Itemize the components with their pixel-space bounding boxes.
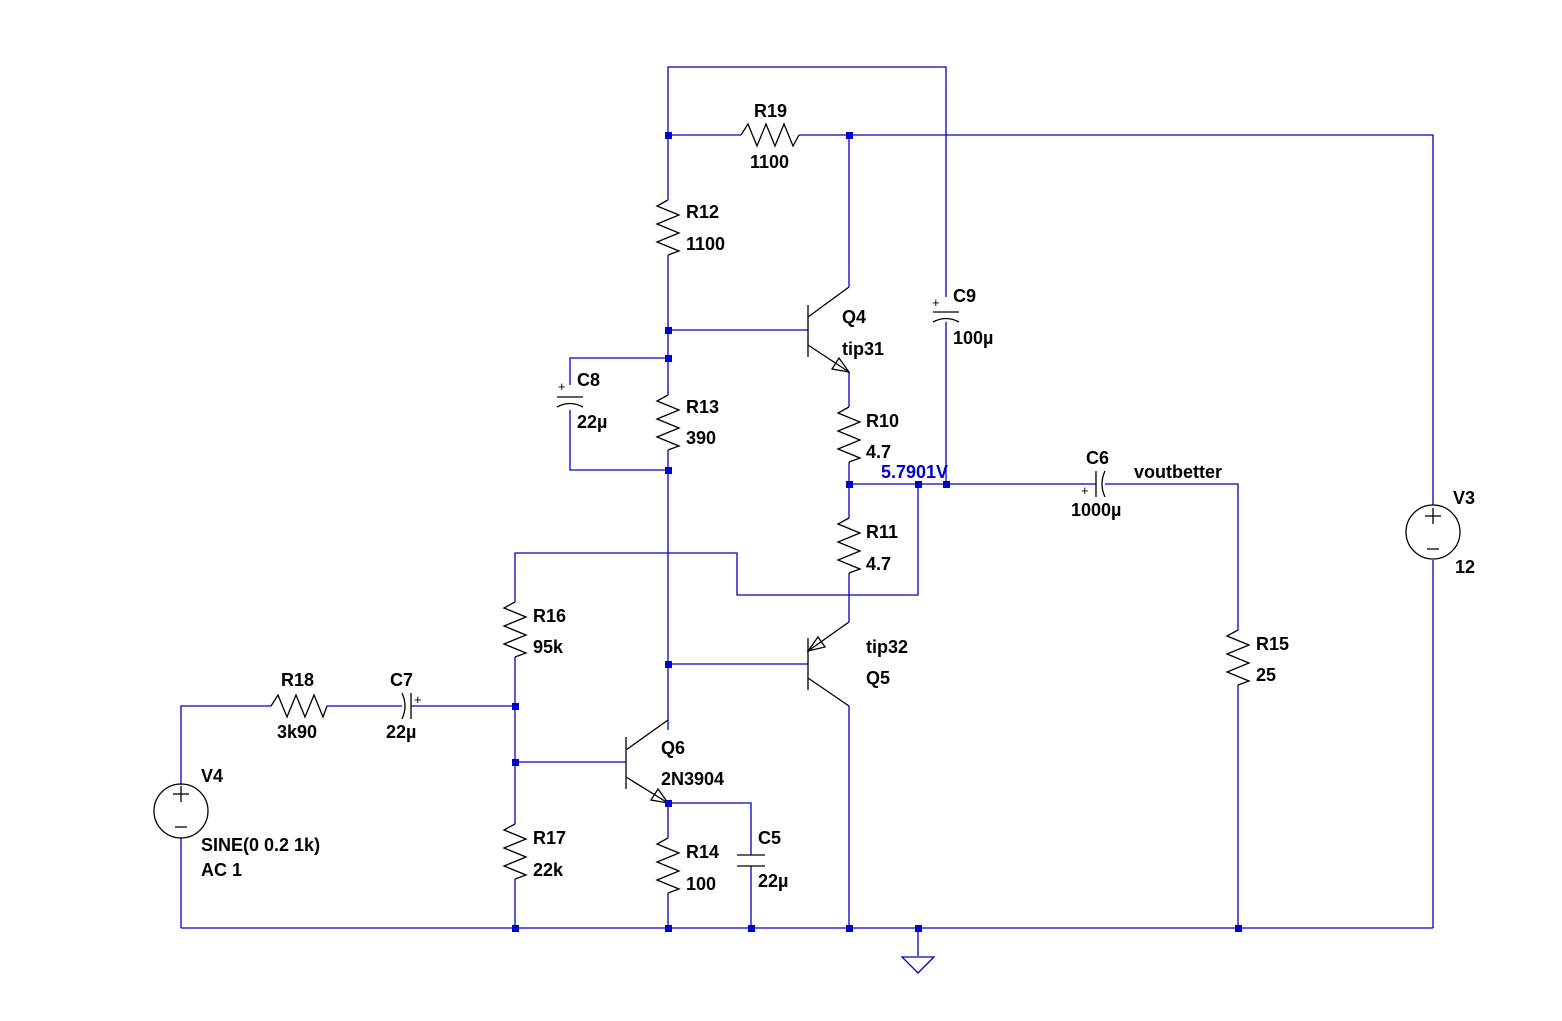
label-v4-ac: AC 1 (201, 860, 242, 880)
label-c8-name: C8 (577, 370, 600, 390)
capacitor-C7[interactable]: + (401, 692, 422, 720)
label-c6-name: C6 (1086, 448, 1109, 468)
svg-text:+: + (414, 692, 422, 707)
label-r18-value: 3k90 (277, 722, 317, 742)
svg-text:+: + (558, 379, 566, 394)
label-r15-value: 25 (1256, 665, 1276, 685)
label-midpoint-voltage: 5.7901V (881, 462, 948, 482)
label-output-net: voutbetter (1134, 462, 1222, 482)
label-c7-name: C7 (390, 670, 413, 690)
label-q5-model: tip32 (866, 637, 908, 657)
voltage-source-V3[interactable] (1405, 504, 1461, 560)
resistor-R16[interactable] (502, 601, 528, 658)
label-q4-model: tip31 (842, 339, 884, 359)
label-q6-name: Q6 (661, 738, 685, 758)
transistor-Q4[interactable] (807, 286, 851, 373)
label-c9-name: C9 (953, 286, 976, 306)
resistor-R18[interactable] (270, 693, 328, 719)
label-r17-name: R17 (533, 828, 566, 848)
label-q6-model: 2N3904 (661, 769, 724, 789)
ground-symbol (900, 956, 936, 974)
label-v3-value: 12 (1455, 557, 1475, 577)
resistor-R13[interactable] (655, 394, 681, 451)
label-r14-name: R14 (686, 842, 719, 862)
label-c6-value: 1000µ (1071, 500, 1121, 520)
transistor-Q5[interactable] (806, 621, 850, 707)
capacitor-C5[interactable] (737, 854, 765, 867)
label-r13-value: 390 (686, 428, 716, 448)
svg-text:+: + (932, 295, 940, 310)
junction-nodes (512, 132, 1242, 932)
label-r18-name: R18 (281, 670, 314, 690)
label-r19-value: 1100 (750, 152, 789, 172)
label-c9-value: 100µ (953, 328, 993, 348)
resistor-R17[interactable] (502, 823, 528, 880)
wires (180, 66, 1434, 956)
resistor-R15[interactable] (1225, 629, 1251, 686)
label-r15-name: R15 (1256, 634, 1289, 654)
label-v3-name: V3 (1453, 488, 1475, 508)
label-r16-value: 95k (533, 637, 564, 657)
label-r19-name: R19 (754, 101, 787, 121)
transistor-Q6[interactable] (625, 719, 670, 804)
label-r11-value: 4.7 (866, 554, 891, 574)
resistor-R12[interactable] (655, 199, 681, 256)
resistor-R14[interactable] (655, 837, 681, 894)
capacitor-C6[interactable]: + (1081, 470, 1106, 498)
label-c8-value: 22µ (577, 412, 607, 432)
label-r12-name: R12 (686, 202, 719, 222)
label-q4-name: Q4 (842, 307, 866, 327)
resistor-R19[interactable] (740, 122, 800, 148)
label-r11-name: R11 (866, 522, 898, 542)
label-v4-name: V4 (201, 766, 223, 786)
voltage-source-V4[interactable] (153, 783, 209, 839)
label-v4-value: SINE(0 0.2 1k) (201, 835, 320, 855)
label-r14-value: 100 (686, 874, 716, 894)
resistor-R10[interactable] (836, 406, 862, 463)
label-r17-value: 22k (533, 860, 564, 880)
label-q5-name: Q5 (866, 668, 890, 688)
label-r10-value: 4.7 (866, 442, 891, 462)
label-r16-name: R16 (533, 606, 566, 626)
capacitor-C8[interactable]: + (556, 379, 584, 408)
label-r12-value: 1100 (686, 234, 725, 254)
label-c5-name: C5 (758, 828, 781, 848)
label-c5-value: 22µ (758, 871, 788, 891)
label-r13-name: R13 (686, 397, 719, 417)
svg-text:+: + (1081, 483, 1089, 498)
resistor-R11[interactable] (836, 517, 862, 574)
label-r10-name: R10 (866, 411, 899, 431)
capacitor-C9[interactable]: + (932, 295, 960, 323)
label-c7-value: 22µ (386, 722, 416, 742)
